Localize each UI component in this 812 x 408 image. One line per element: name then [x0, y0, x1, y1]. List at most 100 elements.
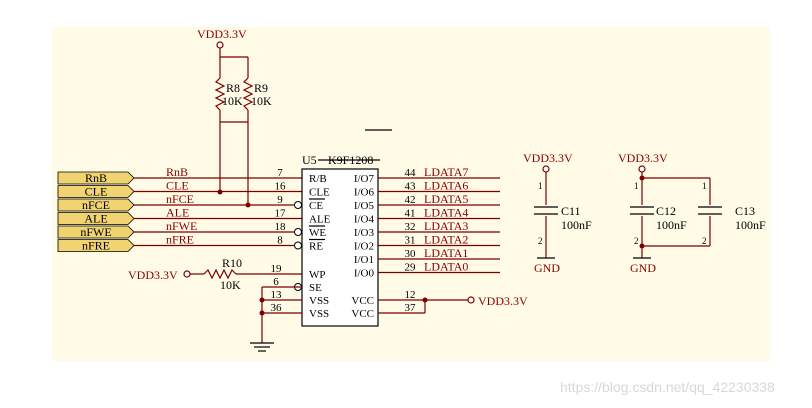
gnd-label-c12: GND — [630, 261, 656, 275]
resistor-r10 — [203, 268, 237, 280]
pin-number: 9 — [277, 194, 283, 206]
c13-value: 100nF — [735, 218, 766, 232]
vdd-label-wp: VDD3.3V — [128, 268, 178, 282]
port-nfwe — [57, 225, 135, 239]
pin-number: 16 — [275, 181, 287, 193]
pin-number: 41 — [405, 208, 416, 220]
vdd-label-c11: VDD3.3V — [523, 151, 573, 165]
pin-number: 37 — [405, 302, 417, 314]
pin-number: 29 — [405, 262, 417, 274]
junction-nfce — [245, 202, 251, 208]
pin-number: 18 — [275, 221, 287, 233]
port-ale — [57, 212, 135, 225]
junction-cle — [217, 189, 223, 195]
port-label: nFRE — [82, 239, 110, 253]
chip-pin-name: CLE — [309, 187, 330, 199]
pin-number: 31 — [405, 235, 416, 247]
net-label: nFWE — [166, 219, 197, 233]
vdd-terminal-top — [216, 41, 224, 49]
c11-value: 100nF — [561, 218, 592, 232]
chip-pin-name: WP — [309, 269, 326, 281]
chip-pin-name: CE — [309, 200, 323, 212]
pin-number: 42 — [405, 194, 416, 206]
chip-pin-name: I/O6 — [354, 187, 375, 199]
vdd-label-top: VDD3.3V — [197, 27, 247, 41]
pin-number: 13 — [271, 289, 283, 301]
chip-body — [301, 168, 379, 327]
c12-pin1: 1 — [634, 181, 639, 191]
chip-pin-name: ALE — [309, 214, 331, 226]
c11-pin1: 1 — [538, 181, 543, 191]
port-label: ALE — [84, 212, 107, 226]
net-label: nFCE — [166, 192, 194, 206]
vdd-terminal-c12 — [638, 165, 646, 173]
gnd-label-c11: GND — [534, 261, 560, 275]
c13-ref: C13 — [735, 204, 755, 218]
chip-pin-name: I/O4 — [354, 214, 375, 226]
port-label: CLE — [85, 185, 108, 199]
pin-number: 43 — [405, 181, 417, 193]
pin-number: 12 — [405, 289, 416, 301]
c11-pin2: 2 — [538, 236, 543, 246]
junction-c12-bottom — [639, 243, 645, 249]
net-label: LDATA0 — [424, 260, 468, 274]
chip-pin-name: VSS — [309, 308, 329, 320]
chip-pin-name: VCC — [351, 295, 374, 307]
chip-pin-name: I/O0 — [354, 268, 375, 280]
port-cle — [57, 185, 135, 198]
pin-number: 36 — [271, 302, 283, 314]
pin-number: 32 — [405, 221, 416, 233]
watermark: https://blog.csdn.net/qq_42230338 — [560, 379, 775, 395]
junction-vss13 — [259, 297, 265, 303]
pin-number: 44 — [405, 167, 417, 179]
chip-ref: U5 — [302, 153, 317, 167]
net-label: LDATA1 — [424, 246, 468, 260]
chip-pin-name: R/B — [309, 173, 327, 185]
net-label: LDATA2 — [424, 233, 468, 247]
c12-pin2: 2 — [634, 236, 639, 246]
chip-pin-name: I/O2 — [354, 241, 374, 253]
r10-ref: R10 — [222, 256, 242, 270]
inversion-bubble — [294, 241, 302, 250]
c12-value: 100nF — [656, 218, 687, 232]
chip-pin-name: RE — [309, 241, 323, 253]
net-label: LDATA4 — [424, 206, 468, 220]
net-label: LDATA6 — [424, 179, 468, 193]
port-label: nFWE — [80, 225, 111, 239]
r8-value: 10K — [222, 94, 243, 108]
vdd-terminal-c11 — [542, 165, 550, 173]
port-label: nFCE — [82, 198, 110, 212]
r8-ref: R8 — [226, 81, 240, 95]
vdd-terminal-vcc — [467, 296, 475, 304]
resistor-r9 — [242, 77, 254, 111]
junction-vcc — [422, 297, 428, 303]
pin-number: 30 — [405, 248, 417, 260]
pin-number: 7 — [277, 167, 283, 179]
c11-ref: C11 — [561, 204, 581, 218]
net-label: CLE — [166, 179, 189, 193]
r9-ref: R9 — [254, 81, 268, 95]
pin-number: 19 — [271, 263, 283, 275]
net-label: ALE — [166, 206, 189, 220]
r9-value: 10K — [251, 94, 272, 108]
inversion-bubble — [294, 228, 302, 236]
port-nfce — [57, 198, 135, 212]
net-label: LDATA5 — [424, 192, 468, 206]
net-label: LDATA3 — [424, 219, 468, 233]
port-label: RnB — [85, 171, 107, 185]
chip-pin-name: I/O7 — [354, 173, 375, 185]
pin-number: 8 — [277, 235, 283, 247]
net-label: nFRE — [166, 233, 194, 247]
inversion-bubble — [294, 201, 302, 209]
pin-number: 17 — [275, 208, 287, 220]
c13-pin1: 1 — [702, 181, 707, 191]
chip-pin-name: I/O1 — [354, 254, 374, 266]
junction-vss36 — [259, 310, 265, 316]
pin-number: 6 — [273, 276, 279, 288]
chip-pin-name: VCC — [351, 308, 374, 320]
chip-pin-name: I/O5 — [354, 200, 375, 212]
